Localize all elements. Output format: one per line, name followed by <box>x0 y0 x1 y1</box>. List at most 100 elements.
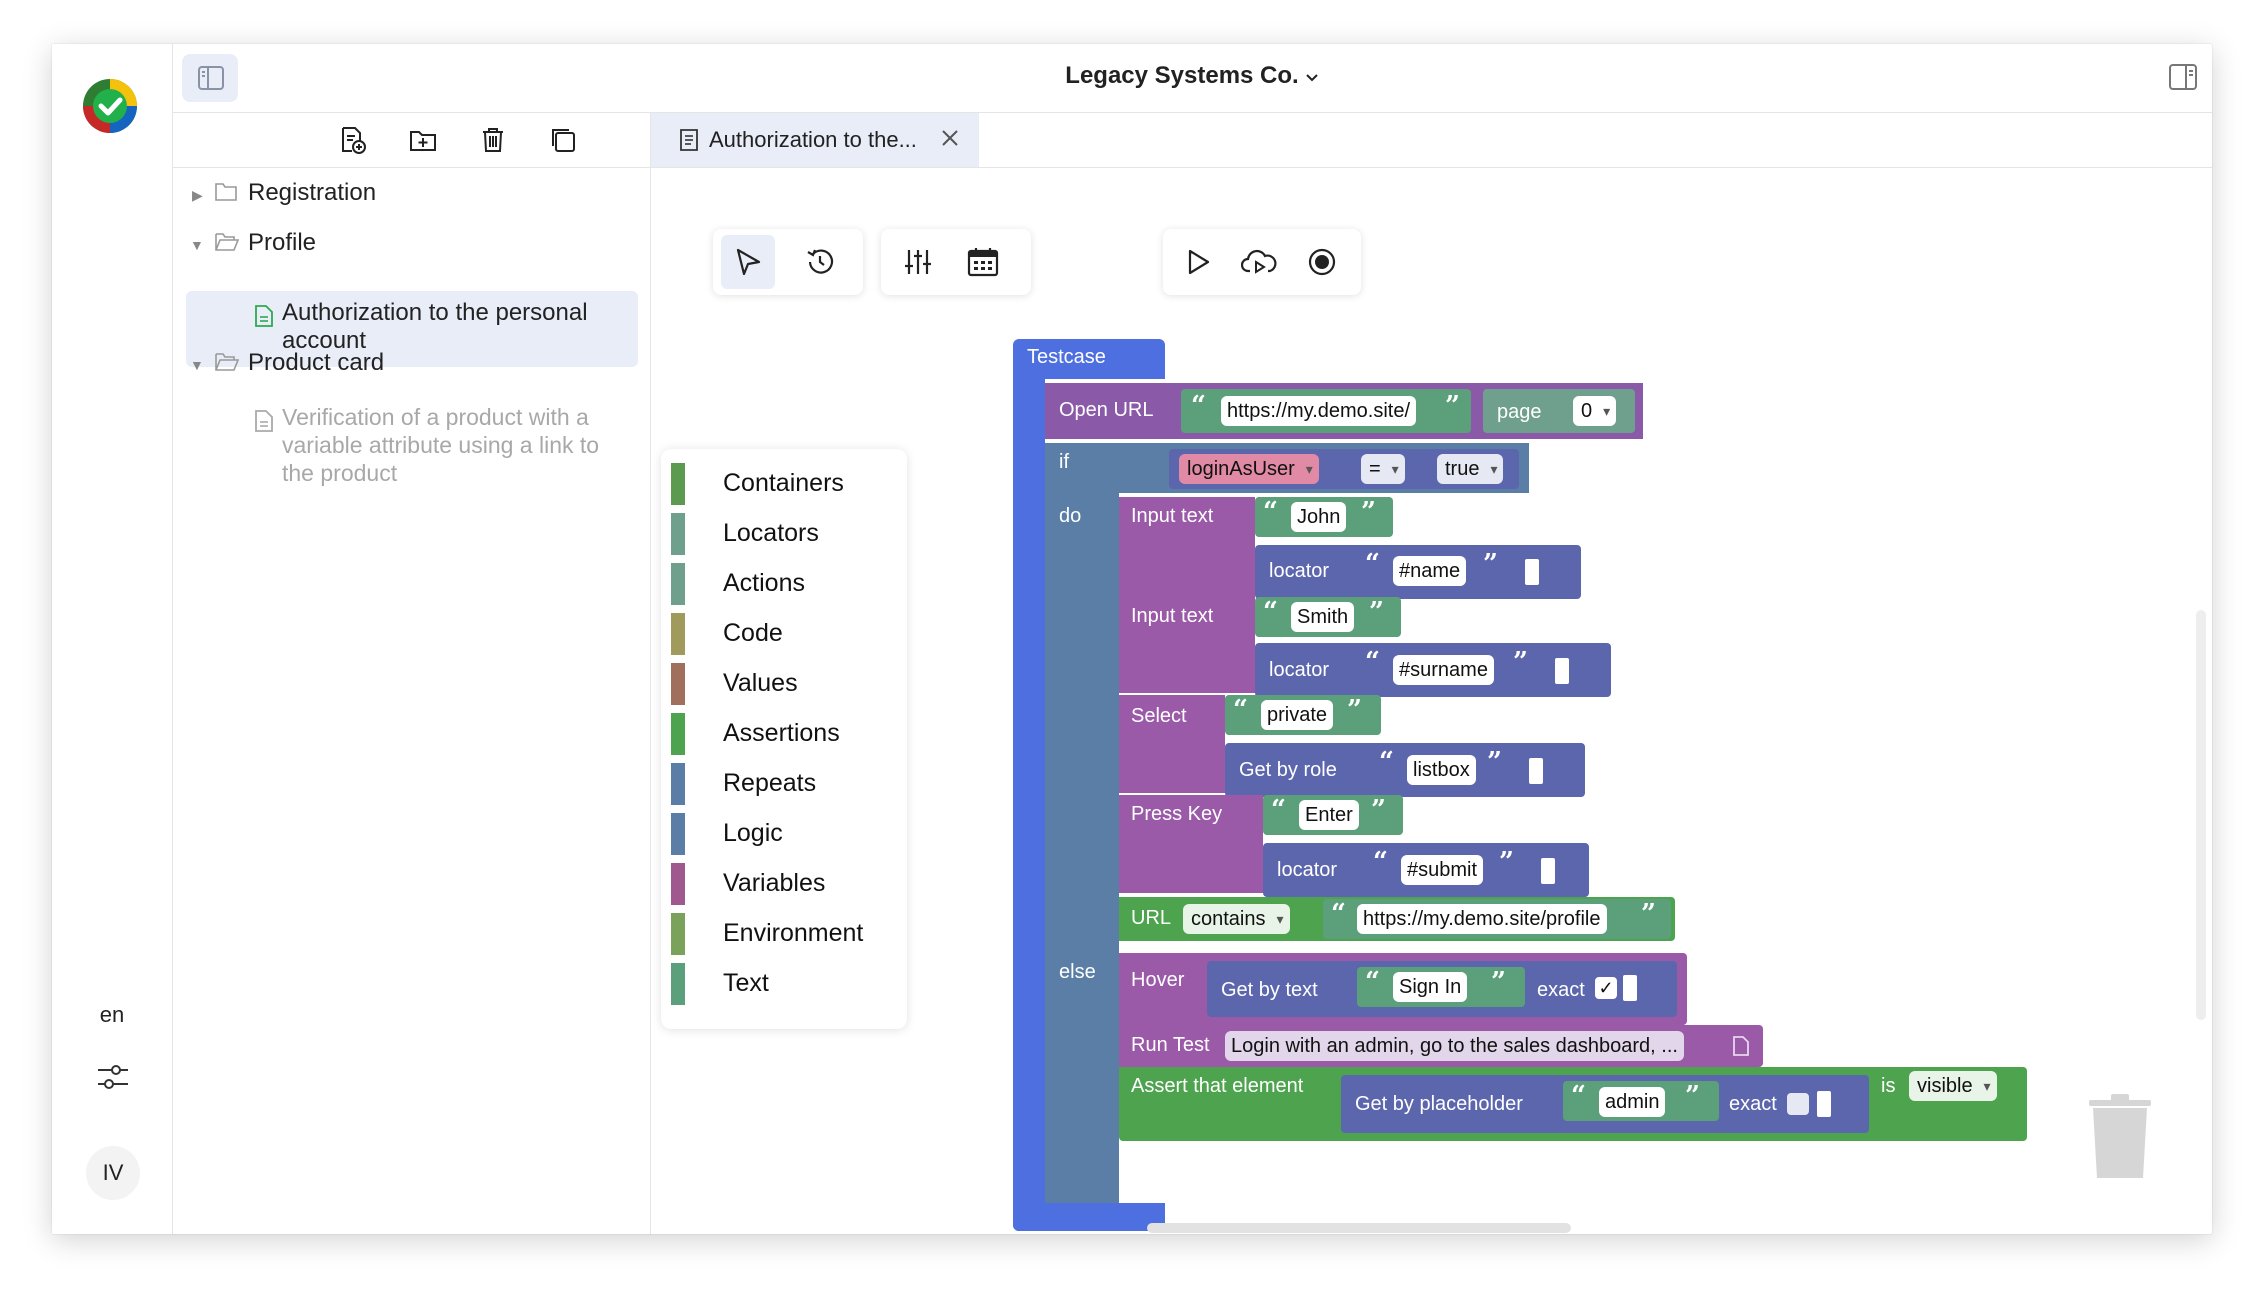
input-socket <box>1525 559 1539 585</box>
hover-label: Hover <box>1131 969 1185 991</box>
url-input[interactable]: https://my.demo.site/ <box>1221 396 1417 426</box>
category-label: Repeats <box>723 769 817 797</box>
tree-item-profile[interactable]: Profile <box>248 229 317 256</box>
category-label: Text <box>723 969 769 997</box>
testcase-block[interactable] <box>1013 339 1165 379</box>
text-value[interactable]: private <box>1261 700 1334 730</box>
exact-checkbox[interactable] <box>1787 1093 1809 1115</box>
sliders-vertical-icon <box>905 250 931 274</box>
workspace-selector[interactable]: Legacy Systems Co. <box>172 62 2212 90</box>
record-button[interactable] <box>1295 235 1349 289</box>
toolbox-category-environment[interactable]: Environment <box>661 909 907 959</box>
quote-open-icon: “ <box>1365 967 1380 997</box>
copy-icon[interactable] <box>548 125 578 155</box>
if-label: if <box>1059 451 1069 473</box>
select-block[interactable] <box>1119 695 1225 793</box>
input-socket <box>1555 658 1569 684</box>
app-logo-icon[interactable] <box>80 76 140 136</box>
history-button[interactable] <box>793 235 847 289</box>
press-key-block[interactable] <box>1119 795 1263 893</box>
input-text-block[interactable] <box>1119 597 1255 693</box>
operator-dropdown[interactable]: = <box>1361 454 1405 484</box>
canvas-trash-icon[interactable] <box>2087 1094 2153 1180</box>
tree-item-verification[interactable]: Verification of a product with a variabl… <box>282 404 600 486</box>
vertical-scrollbar[interactable] <box>2196 610 2206 1020</box>
toolbox-category-text[interactable]: Text <box>661 959 907 1009</box>
tree-item-product-card[interactable]: Product card <box>248 349 385 376</box>
exact-label: exact <box>1729 1093 1777 1115</box>
quote-close-icon: ” <box>1445 391 1460 421</box>
testcase-footer <box>1013 1203 1165 1231</box>
quote-open-icon: “ <box>1263 597 1278 627</box>
key-value[interactable]: Enter <box>1299 800 1359 830</box>
language-switcher[interactable]: en <box>99 1002 125 1027</box>
run-test-selector[interactable]: Login with an admin, go to the sales das… <box>1225 1031 1684 1061</box>
run-toolbar <box>1163 229 1361 295</box>
variable-dropdown[interactable]: loginAsUser <box>1179 454 1319 484</box>
page-label: page <box>1497 401 1542 423</box>
horizontal-scrollbar[interactable] <box>1147 1223 1571 1233</box>
user-avatar[interactable]: IV <box>86 1146 140 1200</box>
select-mode-button[interactable] <box>721 235 775 289</box>
category-swatch <box>671 763 685 805</box>
caret-right-icon[interactable]: ▶ <box>192 187 203 203</box>
text-value[interactable]: Smith <box>1291 602 1355 632</box>
category-label: Variables <box>723 869 826 897</box>
tab-authorization[interactable]: Authorization to the... <box>651 113 979 167</box>
locator-value[interactable]: #name <box>1393 556 1467 586</box>
text-value[interactable]: admin <box>1599 1087 1666 1117</box>
locator-label: locator <box>1269 560 1330 582</box>
document-icon[interactable] <box>1731 1035 1751 1057</box>
quote-close-icon: ” <box>1483 549 1498 579</box>
get-by-role-block[interactable] <box>1225 743 1585 797</box>
locator-value[interactable]: #surname <box>1393 655 1494 685</box>
new-test-icon[interactable] <box>338 125 368 155</box>
exact-checkbox[interactable]: ✓ <box>1595 977 1617 999</box>
if-block[interactable] <box>1045 443 1119 1203</box>
folder-open-icon <box>215 233 240 251</box>
quote-close-icon: ” <box>1685 1081 1700 1111</box>
toolbox-category-repeats[interactable]: Repeats <box>661 759 907 809</box>
caret-down-icon[interactable]: ▼ <box>190 357 204 373</box>
run-button[interactable] <box>1171 235 1225 289</box>
tree-item-registration[interactable]: Registration <box>248 179 377 206</box>
quote-open-icon: “ <box>1379 747 1394 777</box>
toolbox-category-containers[interactable]: Containers <box>661 459 907 509</box>
toolbox-category-locators[interactable]: Locators <box>661 509 907 559</box>
folder-icon <box>215 183 237 201</box>
app-window: en IV Legacy Systems Co. <box>52 44 2212 1234</box>
toolbox-category-variables[interactable]: Variables <box>661 859 907 909</box>
caret-down-icon[interactable]: ▼ <box>190 237 204 253</box>
page-dropdown[interactable]: 0 <box>1573 396 1617 426</box>
toolbox-category-assertions[interactable]: Assertions <box>661 709 907 759</box>
role-value[interactable]: listbox <box>1407 755 1476 785</box>
input-socket <box>1623 975 1637 1001</box>
text-value[interactable]: John <box>1291 502 1347 532</box>
history-icon <box>807 249 834 274</box>
right-panel-toggle-icon[interactable] <box>2168 62 2198 92</box>
run-cloud-button[interactable] <box>1229 235 1283 289</box>
settings-sliders-icon[interactable] <box>96 1060 130 1094</box>
new-folder-icon[interactable] <box>408 125 438 155</box>
trash-icon[interactable] <box>478 125 508 155</box>
visibility-dropdown[interactable]: visible <box>1909 1071 1997 1101</box>
toggle-sidebar-button[interactable] <box>182 54 238 102</box>
profile-url-value[interactable]: https://my.demo.site/profile <box>1357 904 1607 934</box>
tab-label: Authorization to the... <box>709 127 917 152</box>
tree-item-authorization[interactable]: Authorization to the personal account <box>282 299 588 354</box>
get-by-placeholder-label: Get by placeholder <box>1355 1093 1523 1115</box>
quote-close-icon: ” <box>1641 899 1656 929</box>
toolbox-category-values[interactable]: Values <box>661 659 907 709</box>
toolbox-category-actions[interactable]: Actions <box>661 559 907 609</box>
boolean-dropdown[interactable]: true <box>1437 454 1504 484</box>
parameters-button[interactable] <box>891 235 945 289</box>
close-icon[interactable] <box>939 127 961 149</box>
workspace-title: Legacy Systems Co. <box>1065 62 1299 89</box>
toolbox-category-code[interactable]: Code <box>661 609 907 659</box>
toolbox-category-logic[interactable]: Logic <box>661 809 907 859</box>
contains-dropdown[interactable]: contains <box>1183 904 1290 934</box>
schedule-button[interactable] <box>955 235 1009 289</box>
locator-value[interactable]: #submit <box>1401 855 1484 885</box>
text-value[interactable]: Sign In <box>1393 972 1468 1002</box>
category-label: Logic <box>723 819 783 847</box>
